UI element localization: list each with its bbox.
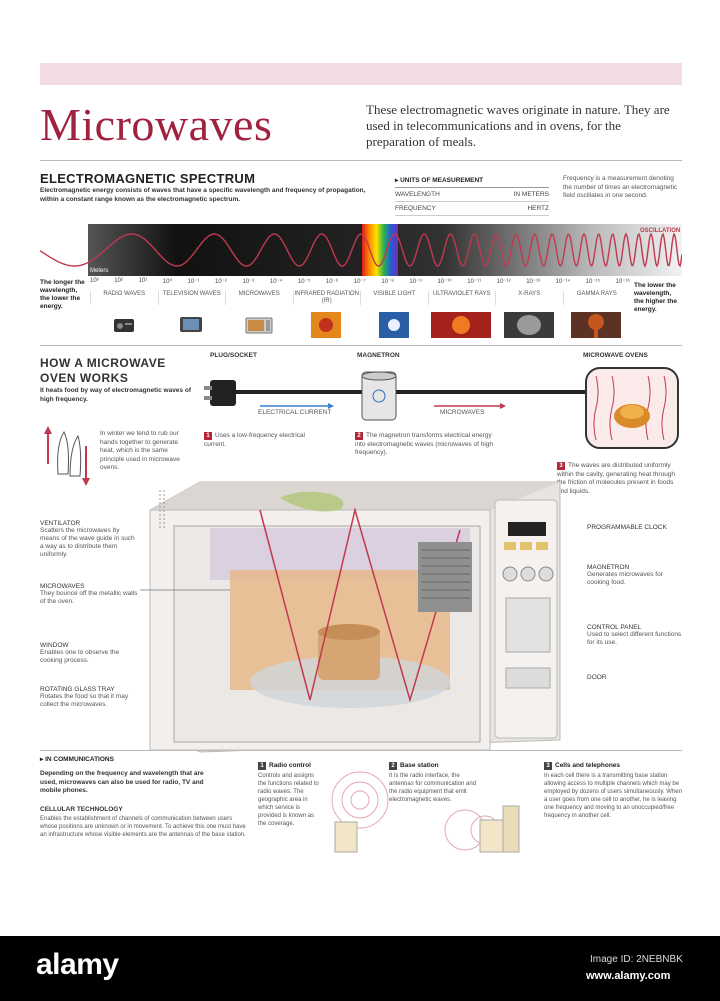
- spectrum-bands: RADIO WAVES TELEVISION WAVES MICROWAVES …: [90, 291, 630, 305]
- callout-magnetron: MAGNETRON Generates microwaves for cooki…: [587, 564, 663, 586]
- visible-light-icon: [360, 312, 428, 338]
- callout-door: DOOR: [587, 674, 607, 681]
- divider: [40, 160, 682, 161]
- callout-control-panel: CONTROL PANEL Used to select different f…: [587, 624, 682, 646]
- radio-icon: [90, 312, 158, 338]
- hands-note: In winter we tend to rub our hands toget…: [100, 430, 180, 471]
- watermark-bar: [0, 936, 720, 1001]
- band-label: ULTRAVIOLET RAYS: [427, 291, 496, 305]
- cellular-heading: CELLULAR TECHNOLOGY: [40, 806, 123, 813]
- band-label: VISIBLE LIGHT: [360, 291, 428, 305]
- divider: [40, 345, 682, 346]
- infrared-image-icon: [293, 312, 361, 338]
- how-subtitle: It heats food by way of electromagnetic …: [40, 387, 191, 403]
- spectrum-description: Electromagnetic energy consists of waves…: [40, 187, 366, 203]
- image-id: Image ID: 2NEBNBK: [590, 954, 683, 965]
- gamma-explosion-icon: [563, 312, 631, 338]
- band-label: TELEVISION WAVES: [157, 291, 226, 305]
- ultraviolet-sun-icon: [428, 312, 496, 338]
- band-label: RADIO WAVES: [90, 291, 158, 305]
- callout-microwaves: MICROWAVES They bounce off the metallic …: [40, 583, 138, 605]
- communications-text: Depending on the frequency and wavelengt…: [40, 770, 204, 794]
- television-icon: [158, 312, 226, 338]
- current-label: ELECTRICAL CURRENT: [258, 409, 332, 416]
- header-band: [40, 63, 682, 85]
- oven-label: MICROWAVE OVENS: [583, 352, 648, 359]
- alamy-logo: alamy: [36, 948, 119, 981]
- longer-wavelength-note: The longer the wavelength, the lower the…: [40, 279, 85, 310]
- oscillation-label: OSCILLATION: [640, 228, 680, 234]
- cell-network-illustration: [331, 771, 520, 853]
- intro-text: These electromagnetic waves originate in…: [366, 102, 670, 149]
- divider: [40, 750, 682, 751]
- xray-icon: [495, 312, 563, 338]
- band-label: MICROWAVES: [225, 291, 293, 305]
- band-label: X-RAYS: [495, 291, 563, 305]
- spectrum-heading: ELECTROMAGNETIC SPECTRUM: [40, 171, 256, 186]
- band-label: GAMMA RAYS: [562, 291, 631, 305]
- microwaves-flow-label: MICROWAVES: [440, 409, 485, 416]
- energy-flow-diagram: [204, 367, 679, 449]
- magnetron-top-label: MAGNETRON: [357, 352, 400, 359]
- callout-rotating-tray: ROTATING GLASS TRAY Rotates the food so …: [40, 686, 129, 708]
- units-heading: ▸ UNITS OF MEASUREMENT: [395, 176, 549, 188]
- hands-icon: [44, 426, 90, 486]
- microwave-oven-icon: [225, 312, 293, 338]
- callout-window: WINDOW Enables one to observe the cookin…: [40, 642, 120, 664]
- band-label: INFRARED RADIATION (IR): [292, 291, 360, 305]
- page-title: Microwaves: [40, 99, 273, 150]
- plug-icon: [210, 380, 236, 406]
- spectrum-thumbnails: [90, 312, 630, 338]
- callout-programmable-clock: PROGRAMMABLE CLOCK: [587, 524, 667, 531]
- plug-label: PLUG/SOCKET: [210, 352, 257, 359]
- microwave-oven-illustration: [140, 481, 561, 753]
- spectrum-band: Meters OSCILLATION: [40, 224, 682, 276]
- callout-ventilator: VENTILATOR Scatters the microwaves by me…: [40, 520, 135, 558]
- cellular-text: Enables the establishment of channels of…: [40, 816, 246, 838]
- frequency-note: Frequency is a measurement denoting the …: [563, 175, 678, 199]
- communications-heading: ▸ IN COMMUNICATIONS: [40, 756, 114, 763]
- meters-label: Meters: [90, 268, 108, 274]
- source-url[interactable]: www.alamy.com: [586, 970, 671, 982]
- shorter-wavelength-note: The lower the wavelength, the higher the…: [634, 282, 677, 313]
